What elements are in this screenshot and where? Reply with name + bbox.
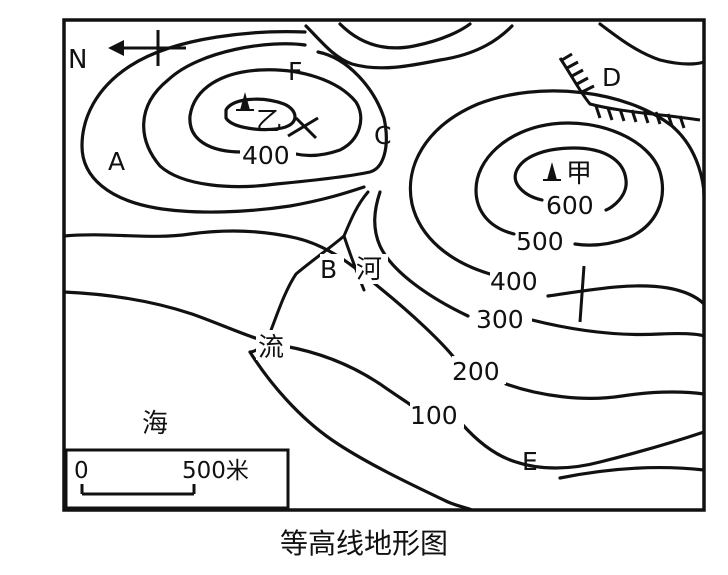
peak-yi-label: 乙 bbox=[256, 107, 282, 137]
scale-end-label: 500米 bbox=[182, 458, 249, 484]
contour-600 bbox=[513, 146, 628, 212]
contour-200 bbox=[62, 229, 458, 362]
contour-label-300: 300 bbox=[476, 305, 524, 334]
contour-300-east-tail bbox=[530, 318, 706, 338]
map-frame bbox=[62, 18, 706, 512]
contour-400-east bbox=[408, 89, 706, 276]
north-label: N bbox=[68, 45, 87, 75]
river-label-he: 河 bbox=[356, 255, 382, 285]
cliff-hachure bbox=[558, 52, 701, 129]
scale-bar bbox=[80, 484, 196, 496]
contour-400-west bbox=[188, 68, 363, 158]
contour-label-400-west: 400 bbox=[242, 141, 290, 170]
contour-label-500: 500 bbox=[516, 227, 564, 256]
point-b-label: B bbox=[320, 255, 337, 284]
scale-box bbox=[64, 448, 290, 510]
contour-northeast-3 bbox=[598, 22, 706, 66]
map-caption: 等高线地形图 bbox=[279, 527, 448, 560]
contour-300-east bbox=[373, 190, 470, 318]
contour-label-100: 100 bbox=[410, 401, 458, 430]
contour-100 bbox=[62, 290, 414, 408]
peak-yi-icon bbox=[236, 92, 254, 111]
point-c-label: C bbox=[374, 121, 391, 150]
peak-jia-label: 甲 bbox=[566, 159, 592, 189]
contour-label-200: 200 bbox=[452, 357, 500, 386]
river-label-liu: 流 bbox=[258, 333, 284, 363]
scale-start-label: 0 bbox=[74, 458, 89, 484]
contour-southeast bbox=[558, 465, 706, 480]
point-d-label: D bbox=[602, 63, 621, 92]
contour-label-400-east: 400 bbox=[490, 267, 538, 296]
contour-500 bbox=[474, 121, 665, 247]
contour-300-west bbox=[142, 42, 388, 189]
crest-mark-yi bbox=[287, 116, 319, 140]
contour-label-600: 600 bbox=[546, 191, 594, 220]
point-f-label: F bbox=[288, 57, 302, 86]
contour-200-west bbox=[80, 30, 366, 214]
contour-northeast-2 bbox=[338, 22, 472, 50]
contour-northeast-1 bbox=[304, 24, 514, 70]
river-branch bbox=[342, 234, 366, 292]
contour-400-east-tail bbox=[546, 284, 706, 306]
peak-jia-icon bbox=[543, 162, 561, 181]
contour-200-tail bbox=[504, 382, 706, 400]
contour-yi-inner bbox=[224, 97, 297, 132]
point-e-label: E bbox=[522, 447, 538, 476]
point-a-label: A bbox=[108, 147, 125, 176]
sea-label: 海 bbox=[142, 409, 168, 439]
crest-mark-jia bbox=[578, 265, 586, 323]
contour-100-tail bbox=[460, 422, 706, 470]
river-main bbox=[248, 190, 370, 354]
coastline bbox=[248, 350, 474, 512]
